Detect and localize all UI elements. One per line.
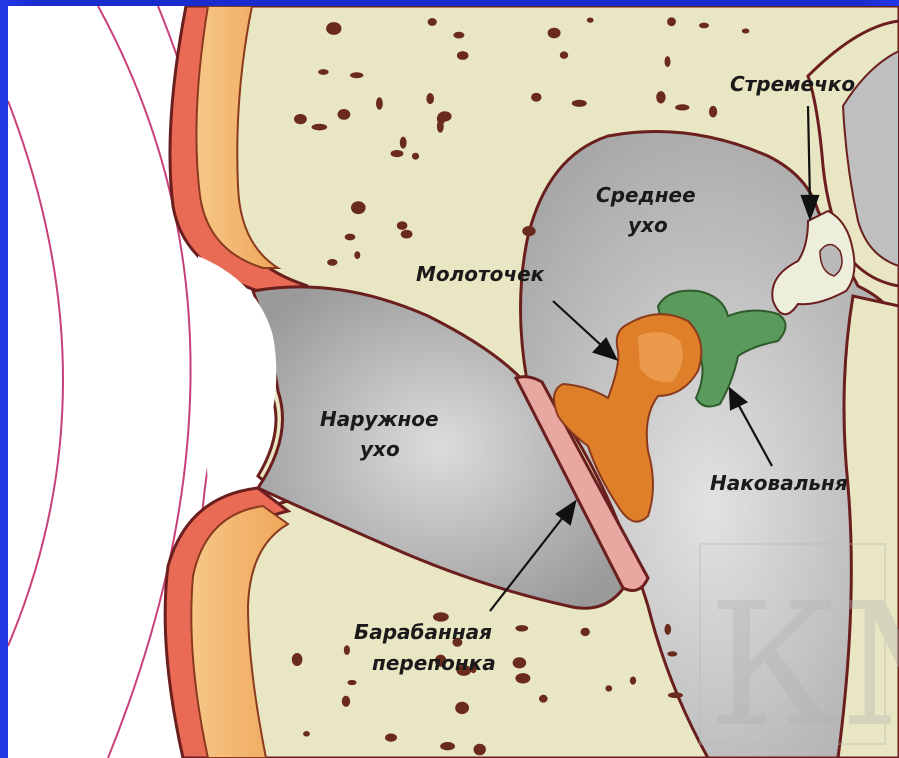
bone-spot [342,696,350,707]
bone-spot [400,137,407,149]
bone-spot [605,685,612,691]
bone-spot [709,106,717,118]
bone-spot [440,742,455,750]
bone-spot [376,97,383,109]
bone-spot [667,17,676,26]
bone-spot [347,680,356,685]
bone-spot [548,28,561,39]
bone-spot [350,72,363,78]
bone-spot [560,51,568,58]
bone-spot [344,645,350,655]
bone-spot [630,677,636,685]
bone-spot [437,120,444,133]
bone-spot [667,651,677,656]
bone-spot [294,114,307,124]
label-incus: Наковальня [710,471,848,495]
bone-spot [457,51,469,60]
bone-spot [675,104,689,110]
label-middle-ear-line2: ухо [628,213,668,237]
bone-spot [397,221,408,230]
bone-spot [401,230,413,239]
bone-spot [665,624,672,635]
bone-spot [354,251,360,259]
bone-spot [587,18,594,23]
bone-spot [412,153,419,160]
bone-spot [312,124,328,131]
watermark-text: КМ [708,567,899,758]
label-eardrum-line2: перепонка [372,651,496,675]
bone-spot [351,201,366,214]
bone-spot [318,69,329,75]
bone-spot [303,731,310,737]
bone-spot [338,109,351,120]
bone-spot [292,653,303,666]
bone-spot [428,18,437,26]
bone-spot [326,22,341,35]
bone-spot [515,625,528,631]
bone-spot [572,100,587,107]
bone-spot [668,692,683,698]
bone-spot [742,29,750,34]
bone-spot [522,226,535,236]
bone-spot [391,150,404,157]
bone-spot [455,702,469,714]
bone-spot [453,32,464,39]
bone-spot [513,657,527,668]
label-stapes: Стремечко [730,72,855,96]
label-middle-ear-line1: Среднее [596,183,696,207]
bone-spot [385,734,397,742]
label-eardrum-line1: Барабанная [354,620,492,644]
bone-spot [345,234,356,241]
watermark-logo: КМ [700,544,899,758]
bone-spot [581,628,590,636]
label-outer-ear-line2: ухо [360,437,400,461]
bone-spot [426,93,434,104]
label-outer-ear-line1: Наружное [320,407,439,431]
bone-spot [515,673,530,683]
label-malleus: Молоточек [416,262,545,286]
bone-spot [327,259,337,266]
ear-anatomy-diagram: КМ Стремечко Среднее ухо Молоточек Наруж… [8,6,899,758]
bone-spot [474,744,486,756]
bone-spot [539,695,548,703]
bone-spot [699,23,709,29]
bone-spot [656,91,665,103]
bone-spot [531,93,541,102]
bone-spot [665,56,671,67]
